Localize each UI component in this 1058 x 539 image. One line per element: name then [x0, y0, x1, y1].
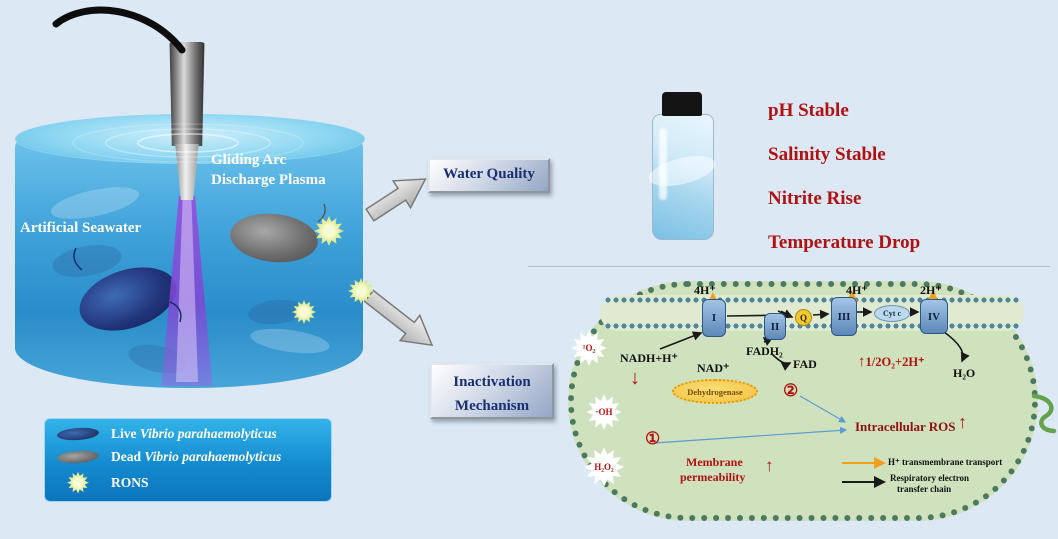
step2-marker: ②: [783, 381, 799, 400]
inactivation-line2: Mechanism: [454, 398, 530, 414]
legend-rons-label: RONS: [111, 474, 149, 490]
water-quality-box: Water Quality: [428, 158, 550, 193]
dead-bacterium-icon: [53, 449, 103, 465]
legend-live-prefix: Live: [111, 426, 140, 442]
proton-label-c3: 4H⁺: [846, 283, 868, 297]
legend-row-live: Live Vibrio parahaemolyticus: [53, 426, 323, 442]
finding-item: Nitrite Rise: [768, 188, 862, 209]
water-label: H₂O: [953, 366, 976, 380]
legend-live-species: Vibrio parahaemolyticus: [139, 426, 277, 442]
up-arrow-red: ↑: [958, 412, 967, 432]
hydroxyl-label: ·OH: [595, 406, 613, 417]
nad-label: NAD⁺: [697, 361, 730, 375]
section-divider: [528, 266, 1050, 267]
electrode-cable: [52, 6, 186, 54]
legend-dead-species: Vibrio parahaemolyticus: [144, 448, 282, 464]
nadh-label: NADH+H⁺: [620, 351, 678, 365]
membrane-permeability-line2: permeability: [680, 470, 746, 484]
up-arrow-red: ↑: [765, 456, 774, 475]
inactivation-line1: Inactivation: [453, 374, 531, 390]
down-arrow-red: ↓: [630, 367, 640, 389]
legend-proton-transport: H⁺ transmembrane transport: [888, 457, 1003, 467]
plasma-label-line2: Discharge Plasma: [211, 172, 326, 189]
plasma-beam-core: [176, 198, 198, 382]
legend-dead-label: Dead Vibrio parahaemolyticus: [111, 449, 281, 465]
up-arrow-red: ↑: [858, 354, 866, 370]
cytochrome-c: Cyt c: [874, 305, 910, 322]
complex-II: II: [764, 313, 786, 340]
seawater-label: Artificial Seawater: [20, 220, 142, 236]
water-quality-findings: pH Stable Salinity Stable Nitrite Rise T…: [768, 100, 920, 254]
legend-chain-line2: transfer chain: [897, 484, 952, 494]
complex-III: III: [831, 297, 857, 336]
finding-item: Temperature Drop: [768, 232, 921, 253]
fad-label: FAD: [793, 357, 817, 371]
arrow-to-inactivation: [363, 289, 434, 347]
finding-item: pH Stable: [768, 100, 849, 121]
ubiquinone-Q: Q: [795, 309, 812, 326]
inner-membrane: [600, 295, 1024, 331]
peroxide-label: H₂O₂: [594, 461, 614, 472]
plasma-label-line1: Gliding Arc: [211, 152, 287, 168]
inactivation-mechanism-box: Inactivation Mechanism: [430, 363, 554, 419]
complex-I: I: [702, 299, 726, 337]
singlet-oxygen-label: ¹O₂: [582, 342, 596, 353]
proton-label-c4: 2H⁺: [920, 283, 942, 297]
intracellular-ros-label: Intracellular ROS: [855, 419, 956, 434]
oxygen-reduction-text: 1/2O₂+2H⁺: [865, 355, 925, 369]
legend-dead-prefix: Dead: [111, 448, 145, 464]
live-bacterium-icon: [53, 426, 103, 442]
rons-star-icon: [53, 471, 103, 494]
legend-row-rons: RONS: [53, 471, 323, 494]
oxygen-reduction-label: ↑1/2O₂+2H⁺: [858, 354, 925, 371]
legend-row-dead: Dead Vibrio parahaemolyticus: [53, 449, 323, 465]
complex-IV: IV: [920, 299, 948, 334]
dehydrogenase-enzyme: Dehydrogenase: [672, 379, 758, 404]
finding-item: Salinity Stable: [768, 144, 886, 165]
fadh2-label: FADH₂: [746, 344, 783, 358]
legend-chain-line1: Respiratory electron: [890, 473, 970, 483]
plasma-label: Gliding Arc Discharge Plasma: [211, 150, 326, 191]
plasma-electrode: [169, 42, 205, 146]
dehydrogenase-label: Dehydrogenase: [687, 386, 743, 397]
legend-live-label: Live Vibrio parahaemolyticus: [111, 426, 277, 442]
legend-panel: Live Vibrio parahaemolyticus Dead Vibrio…: [44, 418, 332, 502]
bottle-cap: [662, 92, 702, 116]
proton-label-c1: 4H⁺: [694, 283, 716, 297]
plasma-electrode-tip: [175, 144, 199, 200]
step1-marker: ①: [645, 429, 661, 448]
arrow-to-water-quality: [365, 178, 427, 222]
membrane-permeability-line1: Membrane: [686, 455, 743, 469]
